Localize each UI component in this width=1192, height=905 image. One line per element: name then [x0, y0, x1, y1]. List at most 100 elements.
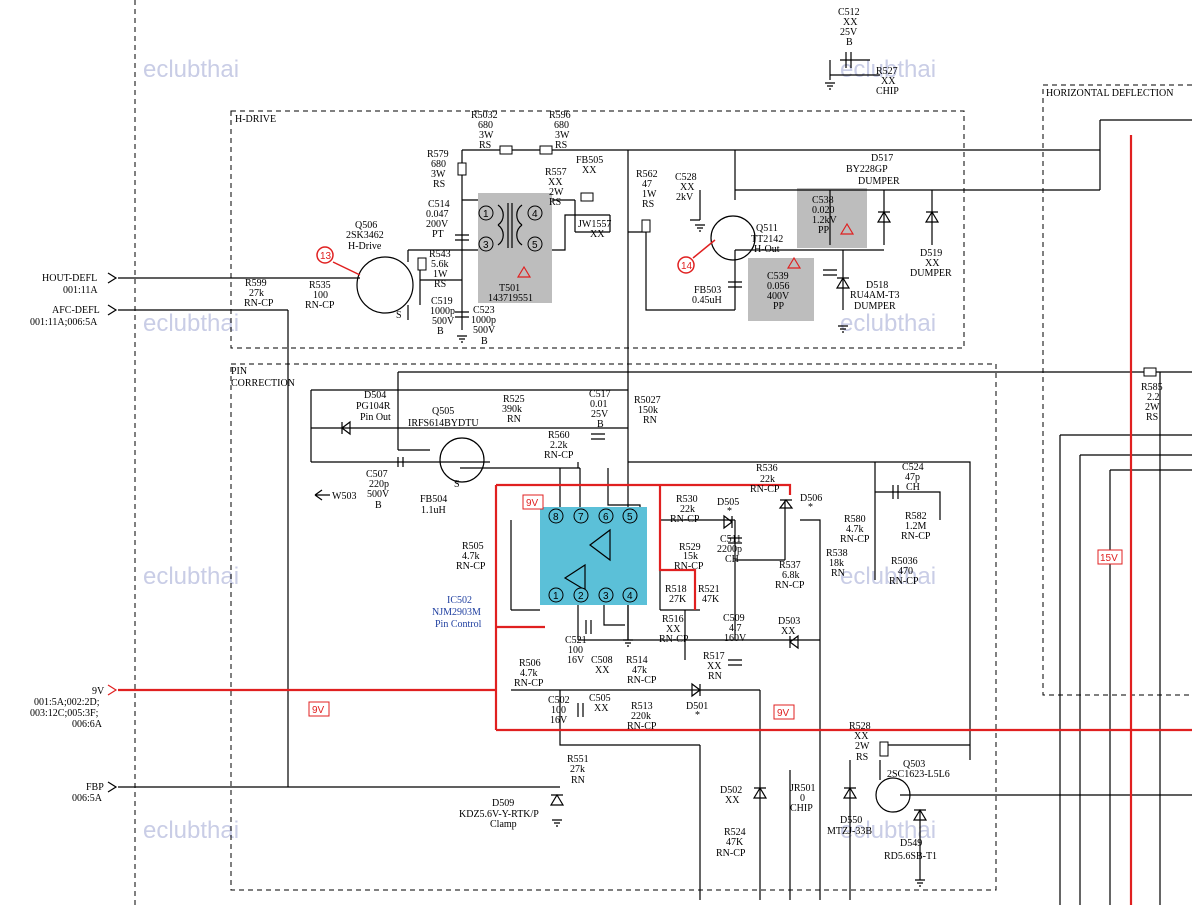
diode-d509: [549, 793, 565, 806]
c539-highlight: [748, 258, 814, 321]
component-label: 100: [313, 290, 328, 301]
component-label: R521: [698, 584, 720, 595]
component-label: H-Drive: [348, 241, 382, 252]
component-label: C514: [428, 199, 450, 210]
component-label: B: [481, 336, 488, 347]
component-label: RN-CP: [901, 531, 931, 542]
component-label: RN: [571, 775, 585, 786]
rail-tag-9v: 9V: [777, 708, 790, 719]
component-label: D549: [900, 838, 922, 849]
port-9v-name: 9V: [92, 686, 105, 697]
component-label: 4.7k: [846, 524, 864, 535]
component-label: C512: [838, 7, 860, 18]
component-label: RN-CP: [674, 561, 704, 572]
component-label: 47k: [632, 665, 647, 676]
capacitors: [397, 52, 899, 717]
section-title-correction: CORRECTION: [231, 378, 295, 389]
component-label: RS: [856, 752, 868, 763]
diode-d505: [723, 514, 733, 530]
component-label: 6.8k: [782, 570, 800, 581]
component-label: C524: [902, 462, 924, 473]
warning-icon: [839, 222, 855, 235]
watermark: eclubthai: [840, 563, 936, 590]
component-label: C511: [720, 534, 741, 545]
component-label: R529: [679, 542, 701, 553]
component-label: Q505: [432, 406, 454, 417]
cap-c509: [728, 659, 742, 666]
ic502-pins: 8 7 6 5 1 2 3 4: [548, 508, 638, 603]
port-arrows: [107, 272, 330, 793]
marker-14-label: 14: [681, 261, 693, 272]
component-label: PG104R: [356, 401, 391, 412]
component-label: *: [727, 506, 732, 517]
component-label: 4.7: [729, 623, 742, 634]
component-label: RN: [708, 671, 722, 682]
component-label: R518: [665, 584, 687, 595]
diode-d506: [778, 499, 794, 509]
component-label: RS: [555, 140, 567, 151]
component-label: CHIP: [876, 86, 899, 97]
component-label: JR501: [790, 783, 816, 794]
component-label: Clamp: [490, 819, 517, 830]
hdefl-box: [1042, 84, 1192, 696]
component-label: C505: [589, 693, 611, 704]
port-afc-ref: 001:11A;006:5A: [30, 317, 98, 328]
component-label: XX: [595, 665, 610, 676]
component-label: XX: [666, 624, 681, 635]
q505-symbol: [439, 437, 485, 483]
component-label: BY228GP: [846, 164, 888, 175]
component-label: R585: [1141, 382, 1163, 393]
component-label: RN-CP: [627, 675, 657, 686]
component-label: 220k: [631, 711, 651, 722]
component-label: R536: [756, 463, 778, 474]
component-label: Pin Out: [360, 412, 391, 423]
component-label: PP: [773, 301, 785, 312]
component-label: 5.6k: [431, 259, 449, 270]
component-label: RN: [507, 414, 521, 425]
grounds: [457, 82, 925, 887]
port-afc-name: AFC-DEFL: [52, 305, 100, 316]
rail-tags: 9V 9V 9V 15V: [308, 494, 1123, 720]
component-label: 47p: [905, 472, 920, 483]
watermark: eclubthai: [143, 563, 239, 590]
component-label: 470: [898, 566, 913, 577]
component-label: 2.2: [1147, 392, 1160, 403]
component-label: XX: [781, 626, 796, 637]
q503-symbol: [875, 777, 911, 813]
section-title-hdrive: H-DRIVE: [235, 114, 276, 125]
component-label: 2.2k: [550, 440, 568, 451]
component-label: RS: [1146, 412, 1158, 423]
diode-d503: [789, 634, 799, 650]
component-label: S: [396, 310, 402, 321]
component-label: S: [454, 479, 460, 490]
component-label: Q503: [903, 759, 925, 770]
component-label: 0.01: [590, 399, 608, 410]
component-label: RS: [434, 279, 446, 290]
component-label: 3W: [479, 130, 494, 141]
component-label: 2SK3462: [346, 230, 384, 241]
t501-pin: 4: [532, 209, 538, 220]
component-label: XX: [925, 258, 940, 269]
component-label: D517: [871, 153, 893, 164]
component-label: R580: [844, 514, 866, 525]
component-label: 22k: [760, 474, 775, 485]
component-label: 2SC1623-L5L6: [887, 769, 950, 780]
component-label: RN-CP: [514, 678, 544, 689]
component-label: R562: [636, 169, 658, 180]
component-label: RN-CP: [716, 848, 746, 859]
component-label: C523: [473, 305, 495, 316]
component-label: R599: [245, 278, 267, 289]
component-label: 18k: [829, 558, 844, 569]
marker-14: [677, 256, 695, 274]
diode-d504: [341, 420, 351, 436]
port-hout-name: HOUT-DEFL: [42, 273, 97, 284]
component-label: 1W: [642, 189, 657, 200]
component-label: CH: [906, 482, 920, 493]
watermark: eclubthai: [143, 310, 239, 337]
cap-c514: [455, 234, 469, 241]
component-label: RS: [479, 140, 491, 151]
component-label: R525: [503, 394, 525, 405]
component-label: 2200p: [717, 544, 742, 555]
ic-func: Pin Control: [435, 619, 482, 630]
component-label: R551: [567, 754, 589, 765]
